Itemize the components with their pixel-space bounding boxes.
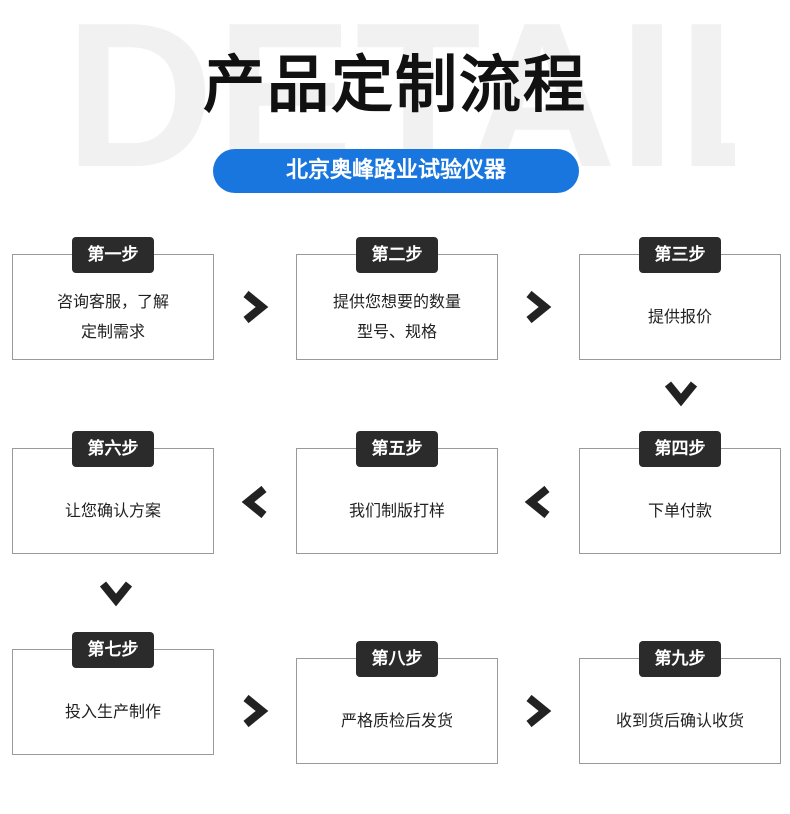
- step-5-text: 我们制版打样: [348, 501, 445, 520]
- step-8-text: 严格质检后发货: [340, 711, 453, 730]
- step-1-box: 第一步 咨询客服，了解 定制需求: [12, 237, 214, 360]
- chevron-right-icon: [238, 290, 272, 324]
- step-5-box: 第五步 我们制版打样: [296, 431, 498, 554]
- chevron-left-icon: [238, 485, 272, 519]
- chevron-down-icon: [99, 576, 133, 610]
- step-8-box: 第八步 严格质检后发货: [296, 641, 498, 764]
- step-2-box: 第二步 提供您想要的数量 型号、规格: [296, 237, 498, 360]
- step-7-text: 投入生产制作: [64, 702, 161, 721]
- step-2-text: 提供您想要的数量 型号、规格: [332, 292, 461, 341]
- step-6-box: 第六步 让您确认方案: [12, 431, 214, 554]
- step-7-box: 第七步 投入生产制作: [12, 632, 214, 755]
- step-3-text: 提供报价: [647, 307, 712, 326]
- step-4-text: 下单付款: [647, 501, 712, 520]
- step-8-label: 第八步: [356, 641, 438, 677]
- step-7-label: 第七步: [72, 632, 154, 668]
- step-1-label: 第一步: [72, 237, 154, 273]
- page-title: 产品定制流程: [202, 48, 587, 121]
- step-4-label: 第四步: [639, 431, 721, 467]
- step-9-text: 收到货后确认收货: [615, 711, 744, 730]
- step-9-box: 第九步 收到货后确认收货: [579, 641, 781, 764]
- step-9-label: 第九步: [639, 641, 721, 677]
- step-6-text: 让您确认方案: [64, 501, 161, 520]
- step-4-box: 第四步 下单付款: [579, 431, 781, 554]
- step-6-label: 第六步: [72, 431, 154, 467]
- chevron-left-icon: [521, 485, 555, 519]
- chevron-right-icon: [238, 694, 272, 728]
- chevron-right-icon: [521, 694, 555, 728]
- chevron-down-icon: [664, 376, 698, 410]
- step-3-box: 第三步 提供报价: [579, 237, 781, 360]
- step-3-label: 第三步: [639, 237, 721, 273]
- chevron-right-icon: [521, 290, 555, 324]
- step-2-label: 第二步: [356, 237, 438, 273]
- company-badge: 北京奥峰路业试验仪器: [213, 149, 579, 193]
- step-1-text: 咨询客服，了解 定制需求: [56, 292, 169, 341]
- step-5-label: 第五步: [356, 431, 438, 467]
